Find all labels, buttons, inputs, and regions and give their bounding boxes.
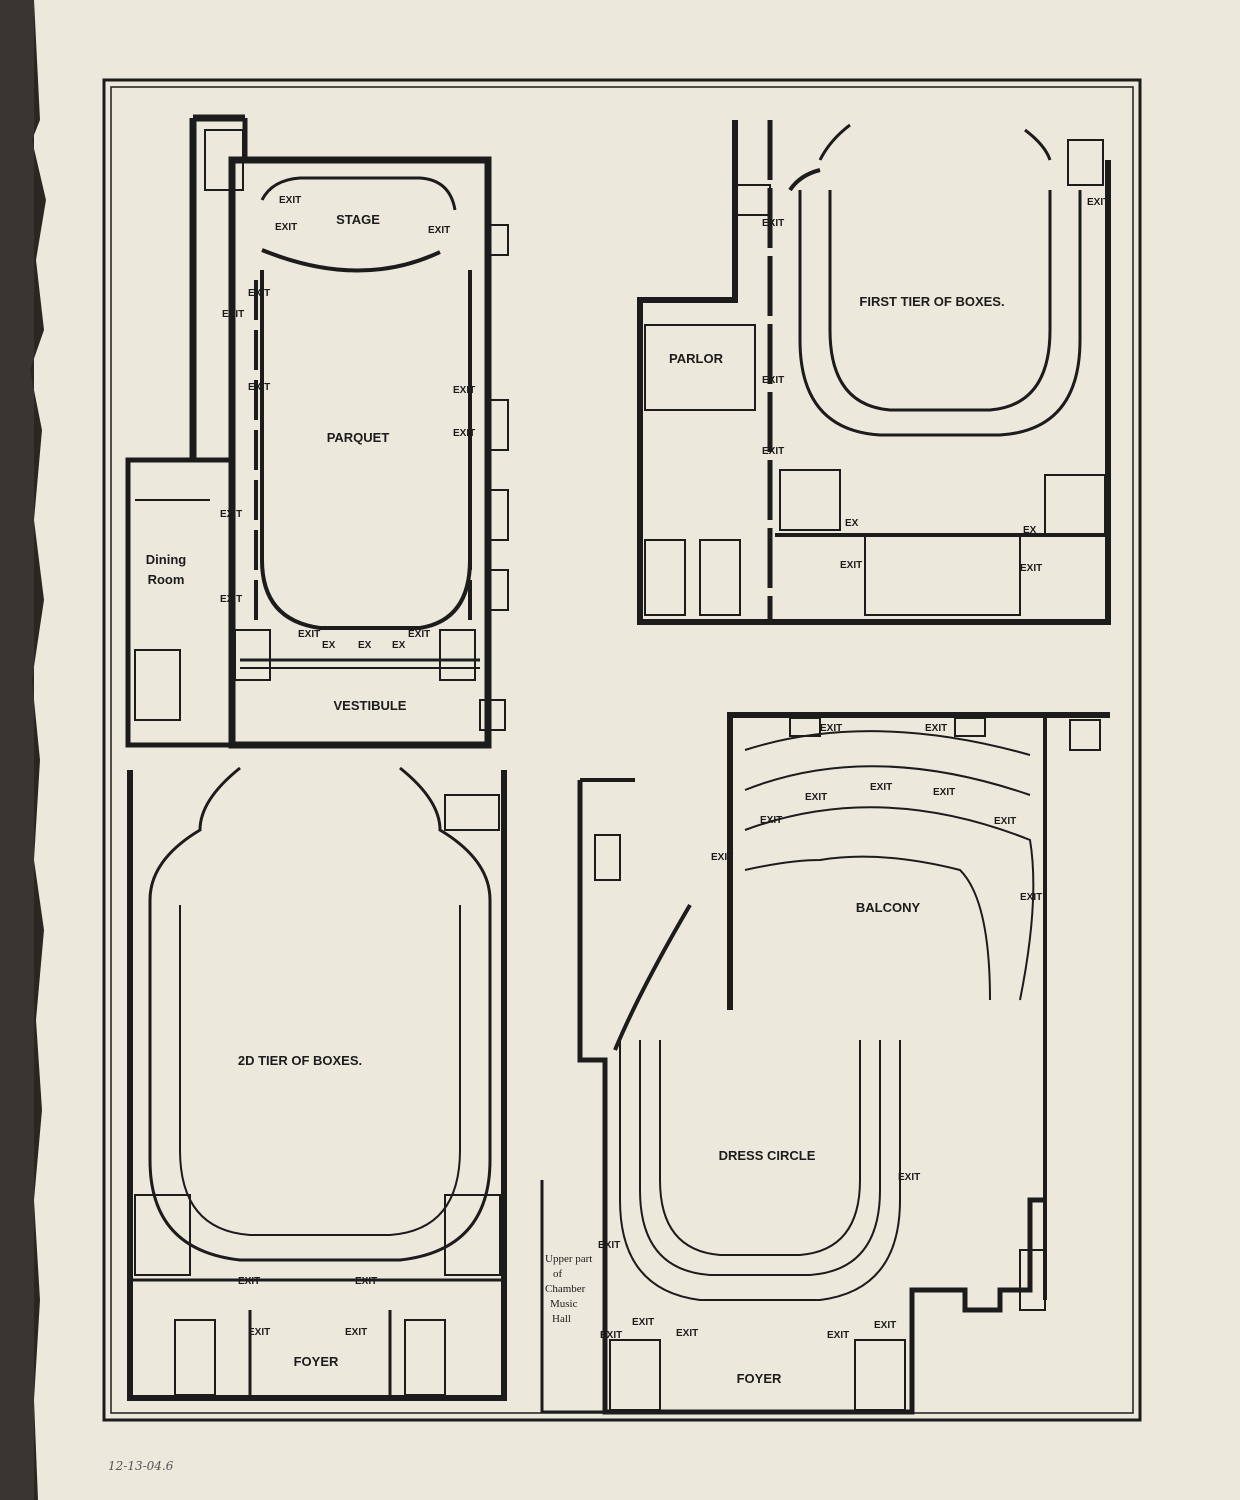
exit-label: EXIT: [453, 428, 475, 439]
exit-label: EXIT: [1020, 892, 1042, 903]
exit-label: EXIT: [275, 222, 297, 233]
exit-label: EXIT: [345, 1327, 367, 1338]
exit-label: EXIT: [598, 1240, 620, 1251]
exit-label: EXIT: [820, 723, 842, 734]
exit-label: EXIT: [898, 1172, 920, 1183]
exit-label: EXIT: [827, 1330, 849, 1341]
exit-label: EXIT: [428, 225, 450, 236]
exit-label: EXIT: [220, 594, 242, 605]
exit-label: EXIT: [222, 309, 244, 320]
exit-label: EXIT: [925, 723, 947, 734]
exit-label: EXIT: [238, 1276, 260, 1287]
exit-label: EXIT: [220, 509, 242, 520]
exit-label: EXIT: [874, 1320, 896, 1331]
exit-label: EXIT: [1087, 197, 1109, 208]
exit-label: EXIT: [248, 288, 270, 299]
chamber-hall-note-line4: Music: [550, 1298, 578, 1310]
exit-label: EXIT: [1020, 563, 1042, 574]
exit-label: EXIT: [762, 446, 784, 457]
exit-label: EXIT: [632, 1317, 654, 1328]
ex-label: EX: [845, 518, 859, 529]
exit-label: EXIT: [298, 629, 320, 640]
parquet-label: PARQUET: [327, 430, 390, 445]
foyer-label: FOYER: [737, 1371, 782, 1386]
vestibule-label: VESTIBULE: [334, 698, 407, 713]
exit-label: EXIT: [408, 629, 430, 640]
exit-label: EXIT: [676, 1328, 698, 1339]
stage-label: STAGE: [336, 212, 380, 227]
chamber-hall-note-line5: Hall: [552, 1313, 571, 1325]
chamber-hall-note-line2: of: [553, 1268, 563, 1280]
page-border: [102, 78, 1142, 1422]
exit-label: EXIT: [600, 1330, 622, 1341]
ex-label: EX: [358, 640, 372, 651]
exit-label: EXIT: [805, 792, 827, 803]
second-tier-plan: 2D TIER OF BOXES. FOYER EXIT EXIT EXIT E…: [127, 766, 507, 1401]
chamber-hall-note-line1: Upper part: [545, 1253, 592, 1265]
exit-label: EXIT: [994, 816, 1016, 827]
chamber-hall-note-line3: Chamber: [545, 1283, 586, 1295]
first-tier-title: FIRST TIER OF BOXES.: [859, 294, 1004, 309]
balcony-plan: BALCONY DRESS CIRCLE FOYER EXIT EXIT EXI…: [540, 712, 1110, 1415]
exit-label: EXIT: [248, 1327, 270, 1338]
dining-room-label-line2: Room: [148, 572, 185, 587]
exit-label: EXIT: [355, 1276, 377, 1287]
dining-room-label-line1: Dining: [146, 552, 186, 567]
parquet-plan: STAGE PARQUET VESTIBULE Dining Room EXIT…: [125, 114, 509, 749]
exit-label: EXIT: [711, 852, 733, 863]
dress-circle-label: DRESS CIRCLE: [719, 1148, 816, 1163]
parlor-label: PARLOR: [669, 351, 724, 366]
exit-label: EXIT: [762, 218, 784, 229]
exit-label: EXIT: [870, 782, 892, 793]
second-tier-title: 2D TIER OF BOXES.: [238, 1053, 362, 1068]
page-spine: [0, 0, 46, 1500]
exit-label: EXIT: [762, 375, 784, 386]
ex-label: EX: [322, 640, 336, 651]
first-tier-plan: FIRST TIER OF BOXES. PARLOR EXIT EXIT EX…: [637, 120, 1111, 625]
exit-label: EXIT: [933, 787, 955, 798]
pencil-annotation: 12-13-04.6: [108, 1459, 174, 1473]
foyer-label: FOYER: [294, 1354, 339, 1369]
exit-label: EXIT: [840, 560, 862, 571]
exit-label: EXIT: [279, 195, 301, 206]
ex-label: EX: [1023, 525, 1037, 536]
exit-label: EXIT: [760, 815, 782, 826]
ex-label: EX: [392, 640, 406, 651]
exit-label: EXIT: [248, 382, 270, 393]
exit-label: EXIT: [453, 385, 475, 396]
balcony-title: BALCONY: [856, 900, 921, 915]
